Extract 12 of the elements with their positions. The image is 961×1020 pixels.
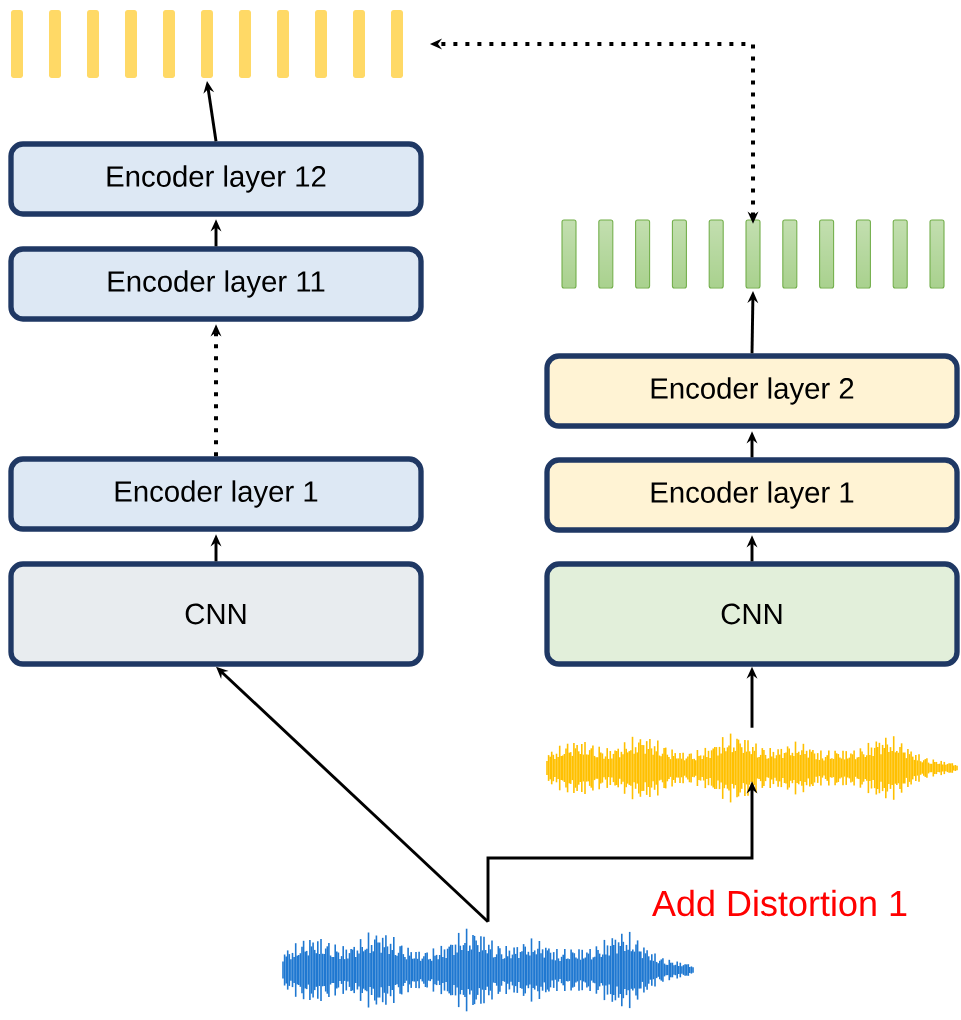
encoder-box: Encoder layer 1 bbox=[8, 456, 424, 532]
encoder-box: Encoder layer 2 bbox=[544, 353, 960, 429]
encoder-box: CNN bbox=[8, 561, 424, 667]
encoder-box: Encoder layer 12 bbox=[8, 141, 424, 217]
annotation-text: Add Distortion 1 bbox=[652, 889, 907, 917]
waveform-drawing bbox=[282, 927, 694, 1013]
encoder-box: Encoder layer 1 bbox=[544, 457, 960, 533]
encoder-box: CNN bbox=[544, 561, 960, 667]
feature-vector-bars bbox=[11, 10, 403, 78]
feature-vector-bars bbox=[561, 219, 945, 289]
encoder-box: Encoder layer 11 bbox=[8, 246, 424, 322]
waveform-drawing bbox=[546, 732, 958, 804]
